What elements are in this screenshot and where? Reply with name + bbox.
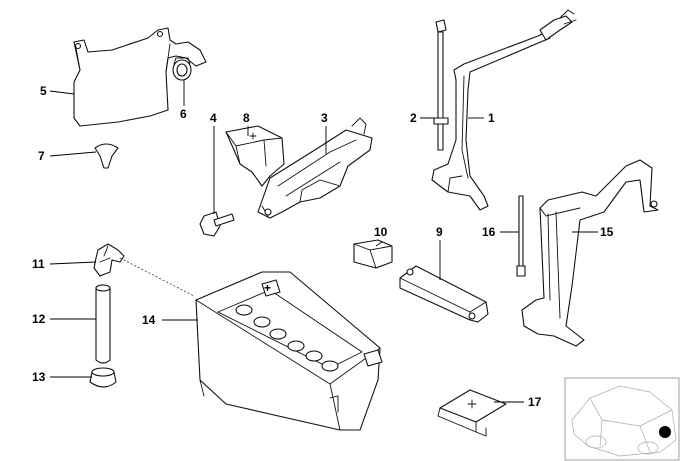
callout-labels: 5 6 7 4 8 3 2 1 9 10 11 12 13 14 16 15 1… — [32, 84, 614, 409]
part-block — [353, 239, 393, 269]
callout-2: 2 — [410, 111, 417, 125]
part-battery: + — [195, 271, 383, 431]
part-clip — [94, 143, 119, 169]
callout-7: 7 — [38, 149, 45, 163]
callout-4: 4 — [210, 111, 217, 125]
callout-1: 1 — [488, 111, 495, 125]
callout-3: 3 — [321, 111, 328, 125]
part-base-clamp — [399, 265, 489, 323]
callout-14: 14 — [142, 313, 156, 327]
callout-8: 8 — [243, 111, 250, 125]
callout-5: 5 — [40, 84, 47, 98]
part-bolt — [199, 211, 235, 237]
location-inset — [564, 377, 680, 461]
part-small-plate — [437, 389, 507, 437]
callout-11: 11 — [32, 257, 45, 271]
part-elbow-connector — [93, 243, 125, 277]
callout-16: 16 — [482, 225, 496, 239]
part-battery-rail — [257, 117, 373, 219]
callout-15: 15 — [600, 225, 614, 239]
part-cap — [89, 367, 117, 388]
leader-lines — [49, 80, 598, 403]
callout-6: 6 — [180, 107, 187, 121]
part-side-bracket — [521, 159, 659, 347]
part-rod — [516, 195, 526, 277]
part-long-bolt — [433, 19, 449, 151]
location-marker-icon — [659, 426, 671, 438]
part-cover-plate — [73, 27, 207, 127]
part-grommet — [172, 57, 192, 81]
callout-9: 9 — [436, 225, 443, 239]
part-bracket-cap — [225, 125, 285, 187]
callout-10: 10 — [374, 225, 388, 239]
part-hold-down-bar — [431, 9, 577, 211]
vent-hose-route — [119, 257, 195, 297]
callout-17: 17 — [528, 395, 542, 409]
battery-plus-symbol: + — [264, 281, 271, 295]
callout-12: 12 — [32, 312, 46, 326]
callout-13: 13 — [32, 370, 46, 384]
part-hose — [95, 284, 111, 364]
